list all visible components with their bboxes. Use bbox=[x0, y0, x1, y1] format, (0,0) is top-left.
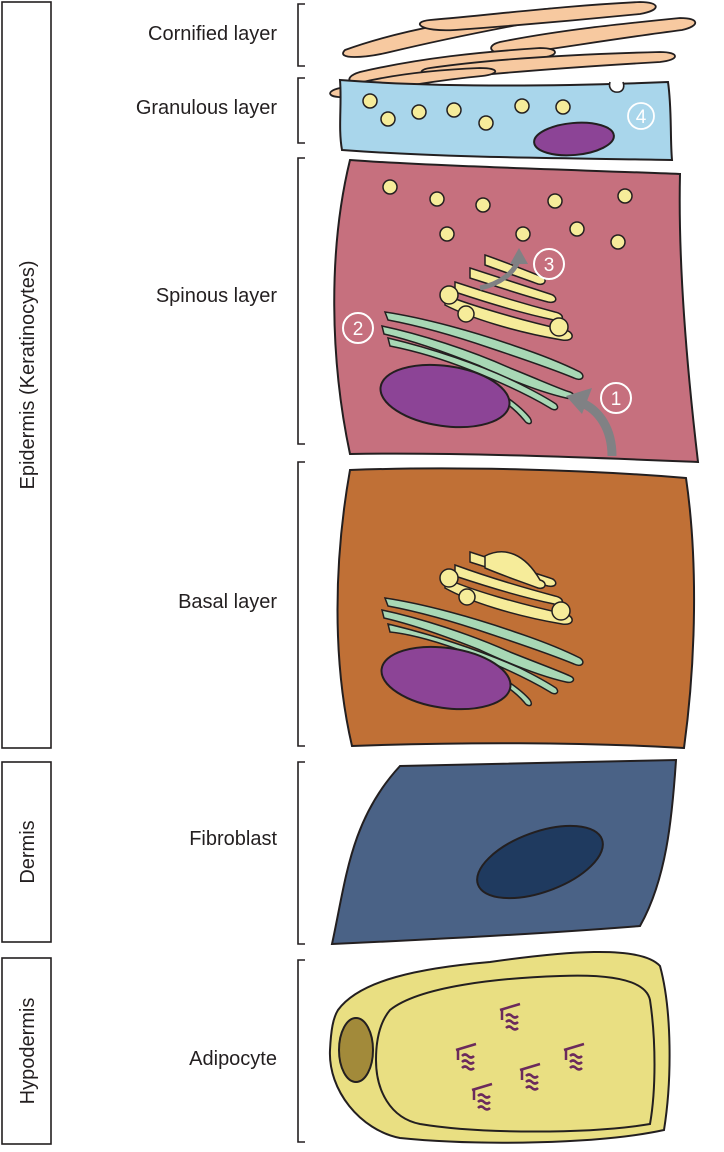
step-1-marker bbox=[600, 382, 632, 414]
fibroblast-nucleus bbox=[476, 824, 604, 900]
granulous-nucleus bbox=[533, 121, 615, 157]
basal-golgi bbox=[439, 550, 573, 625]
arrow-1-head bbox=[566, 388, 592, 414]
granulous-layer-label: Granulous layer bbox=[136, 97, 278, 119]
step-1-label: 1 bbox=[611, 389, 622, 410]
cornified-bracket bbox=[297, 3, 305, 67]
step-3-label: 3 bbox=[544, 255, 555, 276]
granulous-bracket bbox=[297, 77, 305, 144]
keratohyalin-granules bbox=[362, 93, 571, 131]
corneocyte bbox=[418, 1, 657, 32]
hypodermis-label: Hypodermis bbox=[17, 998, 39, 1105]
adipocyte-bracket bbox=[297, 959, 305, 1143]
fibroblast-cell bbox=[330, 758, 678, 946]
adipocyte-label: Adipocyte bbox=[189, 1048, 277, 1070]
spinous-layer-label: Spinous layer bbox=[156, 285, 278, 307]
basal-layer-label: Basal layer bbox=[178, 591, 277, 613]
adipocyte-nucleus bbox=[338, 1017, 374, 1083]
cornified-cells bbox=[329, 1, 697, 98]
spinous-cell: 1 2 3 bbox=[333, 158, 700, 464]
fibroblast-label: Fibroblast bbox=[189, 828, 277, 850]
dermis-box: Dermis bbox=[1, 761, 52, 943]
cornified-layer-label: Cornified layer bbox=[148, 23, 277, 45]
lipid-droplet bbox=[374, 974, 656, 1133]
lamellar-bodies bbox=[382, 179, 633, 250]
step-3-marker bbox=[533, 248, 565, 280]
adipocyte-cell bbox=[328, 951, 671, 1144]
lipid-marks bbox=[455, 1002, 585, 1111]
arrow-3-head bbox=[510, 248, 528, 264]
basal-cell bbox=[336, 467, 696, 750]
exocytosis-pit bbox=[608, 81, 625, 93]
granulous-cell: 4 bbox=[338, 78, 674, 162]
step-4-label: 4 bbox=[636, 107, 647, 128]
hypodermis-box: Hypodermis bbox=[1, 957, 52, 1145]
spinous-bracket bbox=[297, 157, 305, 445]
basal-nucleus bbox=[380, 645, 512, 711]
basal-bracket bbox=[297, 461, 305, 747]
dermis-label: Dermis bbox=[17, 820, 39, 883]
epidermis-label: Epidermis (Keratinocytes) bbox=[17, 261, 39, 490]
step-2-label: 2 bbox=[353, 319, 364, 340]
step-4-marker bbox=[627, 102, 655, 130]
step-2-marker bbox=[342, 312, 374, 344]
fibroblast-bracket bbox=[297, 761, 305, 945]
epidermis-box: Epidermis (Keratinocytes) bbox=[1, 1, 52, 749]
spinous-nucleus bbox=[379, 363, 511, 429]
